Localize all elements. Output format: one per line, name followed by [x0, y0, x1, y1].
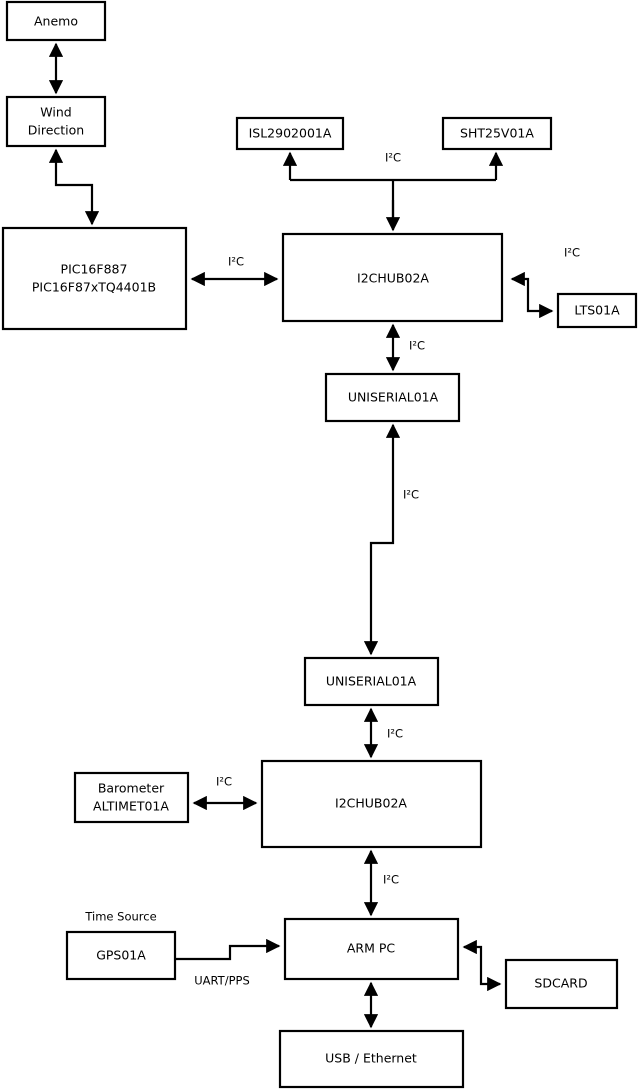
node-arm-pc-box[interactable]	[283, 917, 460, 981]
node-isl2902001a-label: ISL2902001A	[249, 126, 332, 141]
node-wind-direction-label-line2: Direction	[28, 123, 84, 138]
node-barometer-label-line1: Barometer	[98, 781, 165, 796]
node-wind-direction-box[interactable]	[5, 95, 107, 148]
node-barometer[interactable]: Barometer ALTIMET01A	[73, 771, 190, 824]
label-time-source: Time Source	[84, 910, 156, 924]
node-arm-pc[interactable]: ARM PC	[283, 917, 460, 981]
node-gps01a[interactable]: GPS01A	[65, 930, 177, 981]
node-sdcard-box[interactable]	[504, 958, 619, 1010]
node-pic-mcu[interactable]: PIC16F887 PIC16F87xTQ4401B	[1, 226, 188, 331]
node-usb-ethernet[interactable]: USB / Ethernet	[278, 1029, 465, 1089]
edge-wind-pic	[48, 148, 100, 226]
edge-label-i2c-uniserial-link: I²C	[403, 488, 419, 502]
node-sdcard-label: SDCARD	[534, 976, 587, 991]
edge-labels-layer: I²C I²C I²C I²C I²C I²C I²C I²C UART/PPS	[194, 151, 580, 988]
node-uniserial01a-upper-label: UNISERIAL01A	[348, 390, 439, 405]
node-i2chub02a-bottom[interactable]: I2CHUB02A	[260, 759, 483, 849]
node-uniserial01a-lower-box[interactable]	[303, 656, 440, 707]
node-i2chub02a-top-box[interactable]	[281, 232, 504, 323]
node-usb-ethernet-label: USB / Ethernet	[325, 1051, 417, 1066]
node-lts01a[interactable]: LTS01A	[556, 292, 638, 329]
free-labels-layer: Time Source	[84, 910, 156, 924]
edge-label-i2c-pic-hub: I²C	[228, 255, 244, 269]
node-isl2902001a-box[interactable]	[235, 116, 345, 151]
node-barometer-box[interactable]	[73, 771, 190, 824]
edge-label-i2c-hub-uniserial: I²C	[409, 339, 425, 353]
node-gps01a-label: GPS01A	[96, 948, 146, 963]
edge-label-i2c-isl-sht: I²C	[385, 151, 401, 165]
edge-label-i2c-baro-hub2: I²C	[216, 775, 232, 789]
node-sht25v01a-label: SHT25V01A	[460, 126, 534, 141]
node-lts01a-label: LTS01A	[574, 303, 620, 318]
node-wind-direction-label-line1: Wind	[40, 105, 71, 120]
edge-label-uart-pps: UART/PPS	[194, 974, 250, 988]
node-i2chub02a-top-label: I2CHUB02A	[357, 271, 429, 286]
edge-gps-arm	[175, 938, 281, 961]
edge-uniserial-link	[363, 423, 401, 656]
node-sht25v01a-box[interactable]	[441, 116, 553, 151]
node-wind-direction[interactable]: Wind Direction	[5, 95, 107, 148]
edge-hub-lts	[510, 271, 554, 319]
edge-arm-sdcard	[462, 939, 502, 992]
node-usb-ethernet-box[interactable]	[278, 1029, 465, 1089]
node-i2chub02a-bottom-box[interactable]	[260, 759, 483, 849]
node-pic-mcu-label-line1: PIC16F887	[61, 262, 128, 277]
node-isl2902001a[interactable]: ISL2902001A	[235, 116, 345, 151]
edges-layer	[48, 42, 554, 1029]
node-uniserial01a-upper[interactable]: UNISERIAL01A	[324, 372, 461, 423]
node-sht25v01a[interactable]: SHT25V01A	[441, 116, 553, 151]
edge-label-i2c-hub-lts: I²C	[564, 246, 580, 260]
node-pic-mcu-label-line2: PIC16F87xTQ4401B	[32, 280, 156, 295]
node-lts01a-box[interactable]	[556, 292, 638, 329]
edge-label-i2c-hub2-arm: I²C	[383, 873, 399, 887]
node-uniserial01a-lower-label: UNISERIAL01A	[326, 674, 417, 689]
node-i2chub02a-bottom-label: I2CHUB02A	[335, 796, 407, 811]
node-sdcard[interactable]: SDCARD	[504, 958, 619, 1010]
node-anemo-label: Anemo	[34, 14, 78, 29]
node-pic-mcu-box[interactable]	[1, 226, 188, 331]
node-i2chub02a-top[interactable]: I2CHUB02A	[281, 232, 504, 323]
node-gps01a-box[interactable]	[65, 930, 177, 981]
edge-label-i2c-uniserial-hub2: I²C	[387, 727, 403, 741]
node-anemo[interactable]: Anemo	[5, 0, 107, 42]
node-barometer-label-line2: ALTIMET01A	[93, 799, 169, 814]
node-uniserial01a-lower[interactable]: UNISERIAL01A	[303, 656, 440, 707]
node-arm-pc-label: ARM PC	[347, 941, 396, 956]
node-anemo-box[interactable]	[5, 0, 107, 42]
node-uniserial01a-upper-box[interactable]	[324, 372, 461, 423]
